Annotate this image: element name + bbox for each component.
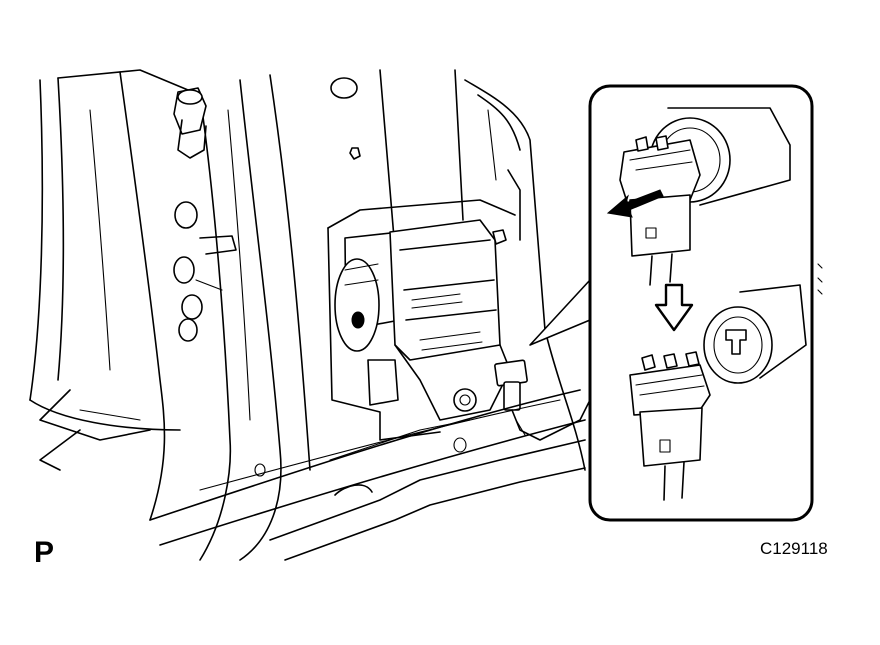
right-panel xyxy=(464,79,586,471)
step-down-arrow-icon xyxy=(654,283,694,332)
belt-webbing xyxy=(330,69,471,251)
connector-on-retractor xyxy=(494,359,591,441)
callout-pointer xyxy=(529,279,591,346)
inset-plug-top xyxy=(619,135,701,286)
view-label: P xyxy=(34,536,55,569)
detail-inset xyxy=(588,84,814,522)
disconnect-arrow-icon xyxy=(606,189,664,218)
inset-plug-bottom xyxy=(629,351,711,501)
retractor-unit xyxy=(327,199,516,441)
pillar-panel xyxy=(29,69,311,561)
edge-mark xyxy=(817,263,823,295)
sill-floor xyxy=(39,389,586,561)
inset-round-housing-bottom xyxy=(703,284,807,384)
figure-code: C129118 xyxy=(760,539,828,558)
pillar-bolts xyxy=(173,87,237,342)
